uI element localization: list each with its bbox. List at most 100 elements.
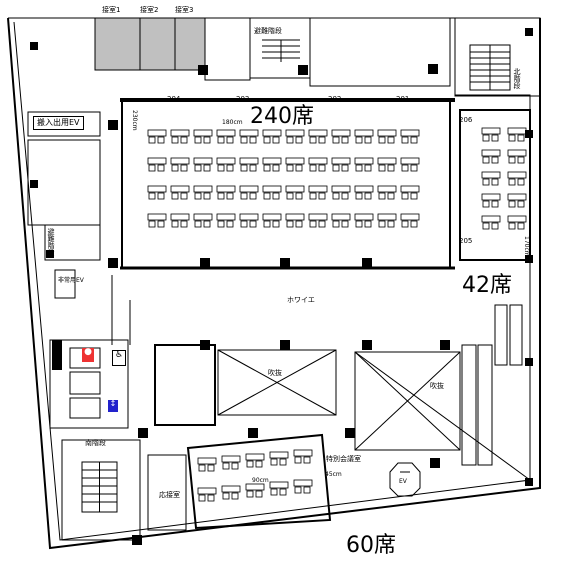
side-chair — [482, 156, 490, 164]
hall-chair — [355, 220, 363, 228]
hall-chair — [341, 192, 349, 200]
label-foyer: ホワイエ — [287, 296, 315, 304]
side-table — [507, 149, 527, 157]
hall-table — [377, 129, 397, 137]
hall-chair — [410, 192, 418, 200]
hall-table — [331, 157, 351, 165]
hall-table — [216, 185, 236, 193]
hall-chair — [217, 192, 225, 200]
hall-table — [262, 185, 282, 193]
hall-chair — [148, 136, 156, 144]
label-reception-1: 接室1 — [102, 6, 121, 14]
hall-chair — [355, 164, 363, 172]
label-loading-ev: 搬入出用EV — [33, 116, 84, 130]
side-chair — [482, 222, 490, 230]
hall-table — [262, 129, 282, 137]
hall-chair — [364, 164, 372, 172]
side-chair — [508, 178, 516, 186]
hall-chair — [401, 192, 409, 200]
atrium-left — [217, 349, 337, 416]
hall-chair — [410, 164, 418, 172]
hall-table — [147, 129, 167, 137]
hall-table — [400, 129, 420, 137]
meeting-table — [269, 451, 289, 459]
meeting-table — [293, 449, 313, 457]
hall-chair — [272, 220, 280, 228]
hall-chair — [309, 192, 317, 200]
side-room — [459, 109, 531, 261]
hall-chair — [194, 136, 202, 144]
hall-chair — [295, 220, 303, 228]
hall-table — [354, 185, 374, 193]
outer-wall — [7, 17, 541, 550]
toilet-block — [49, 339, 129, 429]
hall-table — [239, 129, 259, 137]
hall-chair — [410, 136, 418, 144]
meeting-table — [245, 483, 265, 491]
label-reception-2: 接室2 — [140, 6, 159, 14]
hall-table — [285, 185, 305, 193]
hall-table — [308, 213, 328, 221]
hall-chair — [401, 136, 409, 144]
hall-table — [331, 129, 351, 137]
hall-chair — [318, 192, 326, 200]
hall-chair — [240, 136, 248, 144]
hall-chair — [180, 136, 188, 144]
meeting-chair — [231, 462, 239, 470]
hall-chair — [410, 220, 418, 228]
north-stairs-treads — [469, 44, 511, 91]
hall-chair — [387, 192, 395, 200]
hall-chair — [309, 164, 317, 172]
side-table — [481, 171, 501, 179]
hall-chair — [203, 136, 211, 144]
hall-table — [262, 213, 282, 221]
hall-chair — [171, 164, 179, 172]
hall-chair — [240, 192, 248, 200]
hall-chair — [249, 136, 257, 144]
hall-chair — [378, 192, 386, 200]
label-south-stairs: 南階段 — [85, 439, 106, 447]
hall-table — [216, 129, 236, 137]
reception-room — [147, 454, 187, 531]
side-chair — [482, 134, 490, 142]
hall-chair — [180, 164, 188, 172]
hall-chair — [180, 192, 188, 200]
hall-table — [285, 213, 305, 221]
meeting-chair — [279, 458, 287, 466]
side-chair — [517, 222, 525, 230]
hall-table — [400, 185, 420, 193]
meeting-chair — [270, 458, 278, 466]
hall-table — [354, 129, 374, 137]
side-chair — [491, 222, 499, 230]
capacity-side-room: 42席 — [462, 273, 512, 298]
hall-chair — [378, 136, 386, 144]
side-table — [507, 171, 527, 179]
hall-chair — [318, 164, 326, 172]
hall-table — [193, 129, 213, 137]
meeting-table — [269, 481, 289, 489]
meeting-chair — [222, 462, 230, 470]
meeting-chair — [207, 494, 215, 502]
side-table — [507, 193, 527, 201]
room-reception-1 — [94, 17, 206, 71]
label-room-205: 205 — [459, 237, 473, 245]
label-evac-stairs-top: 避難階段 — [254, 27, 282, 35]
hall-chair — [309, 136, 317, 144]
hall-chair — [387, 136, 395, 144]
label-reception-room: 応接室 — [159, 491, 180, 499]
hall-table — [331, 213, 351, 221]
ev-shaft — [389, 462, 421, 497]
label-service-ev: 非常用EV — [58, 277, 84, 284]
side-chair — [508, 156, 516, 164]
hall-table — [147, 185, 167, 193]
meeting-table — [197, 487, 217, 495]
hall-chair — [194, 192, 202, 200]
hall-table — [285, 129, 305, 137]
hall-chair — [355, 136, 363, 144]
hall-chair — [341, 164, 349, 172]
hall-chair — [309, 220, 317, 228]
side-chair — [508, 222, 516, 230]
side-chair — [491, 156, 499, 164]
side-chair — [517, 200, 525, 208]
hall-table — [239, 213, 259, 221]
